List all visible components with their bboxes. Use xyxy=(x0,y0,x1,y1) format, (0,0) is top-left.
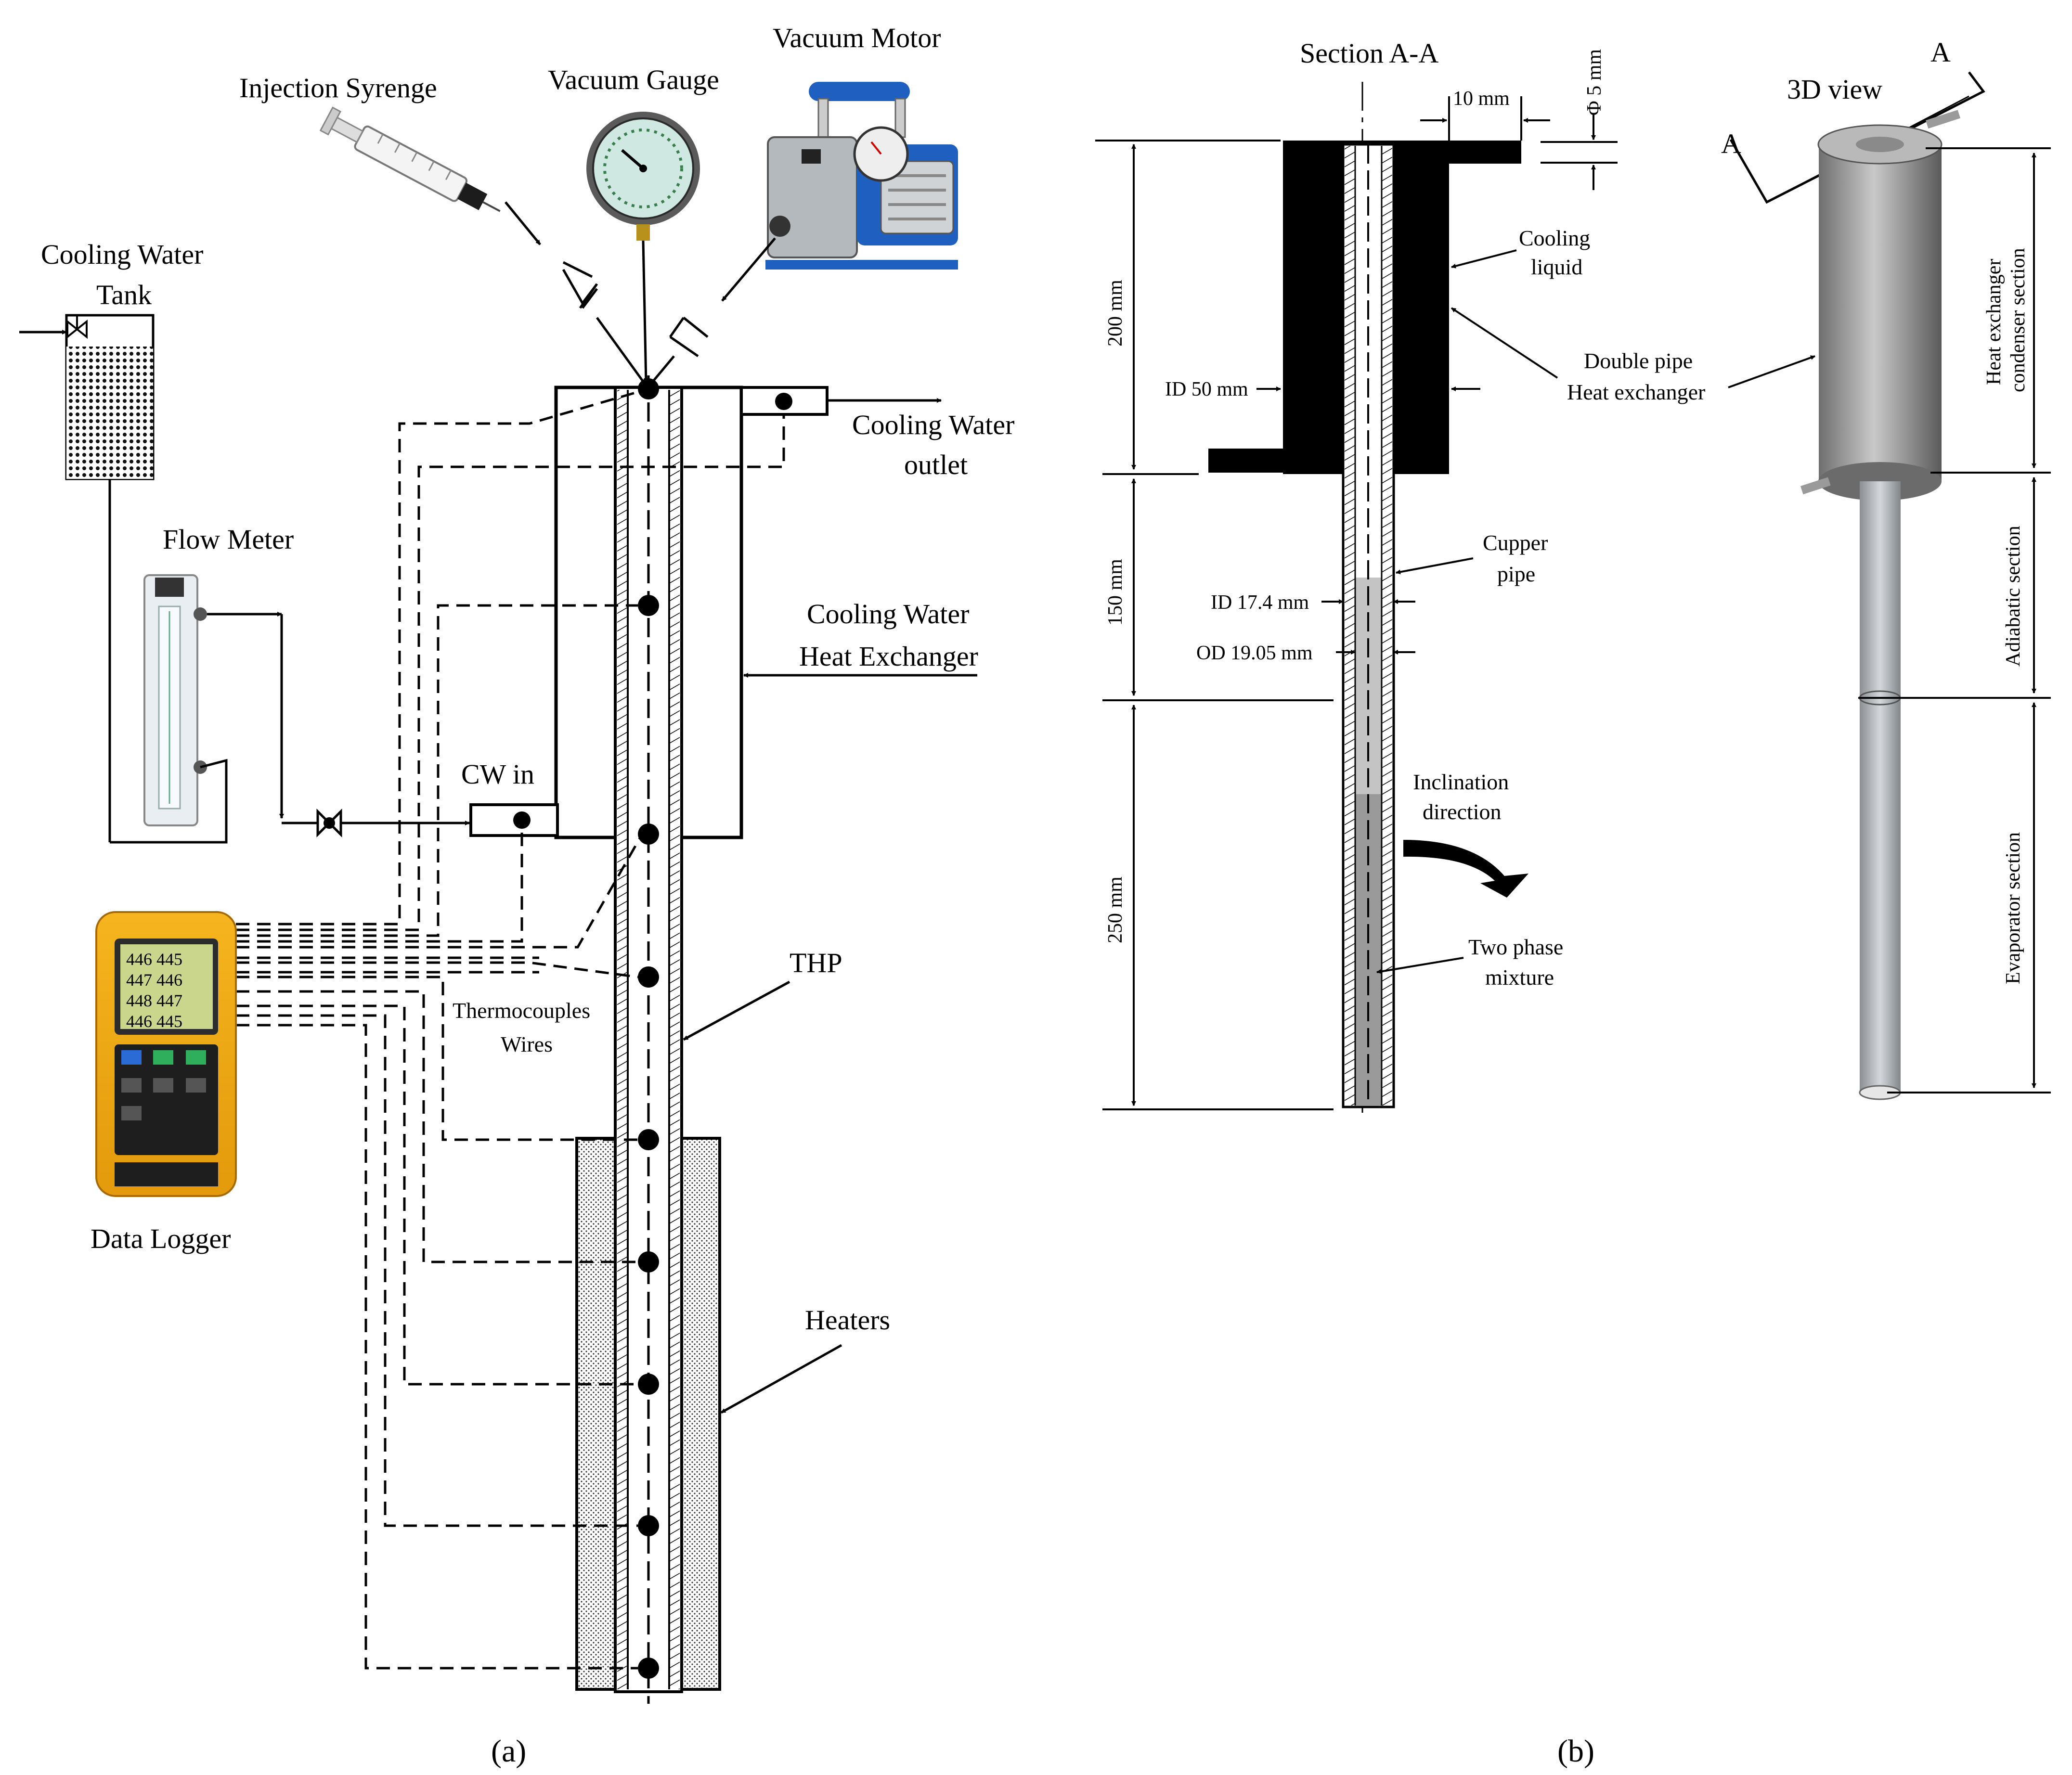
label-od1905: OD 19.05 mm xyxy=(1196,642,1313,664)
data-logger-image: 446 445 447 446 448 447 446 445 xyxy=(95,911,237,1197)
label-dim-10mm: 10 mm xyxy=(1453,88,1510,110)
vacuum-motor-image xyxy=(765,82,958,270)
label-dim-250: 250 mm xyxy=(1104,876,1127,943)
cooling-water-tank xyxy=(19,314,155,844)
heater-right xyxy=(677,1137,721,1691)
heaters-arrow xyxy=(720,1344,842,1414)
label-evaporator: Evaporator section xyxy=(2002,832,2024,984)
label-thp: THP xyxy=(790,947,842,978)
flow-meter-image xyxy=(143,574,207,826)
label-cooling-liquid-1: Cooling xyxy=(1519,226,1590,250)
label-two-phase-2: mixture xyxy=(1485,965,1554,990)
thermocouple-wires xyxy=(236,387,785,1670)
label-cooling-water-outlet-1: Cooling Water xyxy=(852,409,1014,440)
syringe-line xyxy=(505,201,541,245)
label-adiabatic: Adiabatic section xyxy=(2002,526,2024,667)
label-cupper-2: pipe xyxy=(1497,562,1535,586)
label-dim-200: 200 mm xyxy=(1104,280,1127,347)
label-cooling-water-outlet-2: outlet xyxy=(904,449,968,480)
caption-a: (a) xyxy=(491,1734,526,1769)
pump-line xyxy=(721,237,776,302)
logger-row-3: 448 447 xyxy=(126,991,182,1010)
label-3d-view: 3D view xyxy=(1787,74,1882,105)
thermocouple-points xyxy=(638,378,659,1679)
leader-arrows xyxy=(1256,249,1558,974)
label-two-phase-1: Two phase xyxy=(1468,935,1563,959)
label-condenser-2: condenser section xyxy=(2007,248,2029,392)
label-cooling-water-tank-2: Tank xyxy=(96,279,152,310)
gauge-line xyxy=(642,240,648,383)
thp-arrow xyxy=(683,980,790,1041)
label-inclination-2: direction xyxy=(1423,799,1502,824)
vacuum-gauge-image xyxy=(586,112,700,241)
condenser-jacket xyxy=(1283,141,1521,474)
label-injection-syringe: Injection Syrenge xyxy=(239,72,437,103)
label-dim-phi5: Φ 5 mm xyxy=(1583,49,1606,116)
logger-row-4: 446 445 xyxy=(126,1012,182,1031)
label-thermocouples-2: Wires xyxy=(501,1032,553,1056)
section-pipe xyxy=(1342,143,1395,1108)
label-cooling-liquid-2: liquid xyxy=(1531,255,1582,279)
label-a-top: A xyxy=(1930,37,1951,68)
panel-b-3d: A A 3D view Heat exchanger co xyxy=(1721,37,2051,1100)
label-vacuum-gauge: Vacuum Gauge xyxy=(548,64,719,95)
pump-valve xyxy=(669,317,709,358)
label-thermocouples-1: Thermocouples xyxy=(453,998,590,1023)
heat-pipe xyxy=(614,375,683,1704)
logger-row-2: 447 446 xyxy=(126,970,182,990)
label-vacuum-motor: Vacuum Motor xyxy=(773,22,941,53)
label-heaters: Heaters xyxy=(805,1304,890,1336)
label-hx-1: Cooling Water xyxy=(807,598,969,630)
label-flow-meter: Flow Meter xyxy=(163,524,294,555)
label-hx-2: Heat Exchanger xyxy=(799,641,978,672)
label-double-pipe-1: Double pipe xyxy=(1584,348,1693,373)
panel-a: 446 445 447 446 448 447 446 445 Injectio… xyxy=(19,22,1014,1769)
valve-symbol xyxy=(316,808,342,838)
dimension-lines xyxy=(1095,96,1618,1110)
label-dim-150: 150 mm xyxy=(1104,559,1127,626)
label-cooling-water-tank-1: Cooling Water xyxy=(41,239,203,270)
syringe-valve xyxy=(562,269,598,309)
label-inclination-1: Inclination xyxy=(1413,770,1509,794)
heater-left xyxy=(575,1137,619,1691)
label-cw-in: CW in xyxy=(461,759,534,790)
panel-b-section: Section A-A 10 mm Φ 5 mm Cooling liquid … xyxy=(1095,38,1705,1769)
jacket-inlet-nozzle xyxy=(1208,449,1283,473)
logger-row-1: 446 445 xyxy=(126,950,182,969)
label-double-pipe-2: Heat exchanger xyxy=(1567,380,1705,404)
label-id50: ID 50 mm xyxy=(1165,378,1248,400)
label-condenser-1: Heat exchanger xyxy=(1983,259,2005,385)
label-cupper-1: Cupper xyxy=(1483,530,1548,555)
label-data-logger: Data Logger xyxy=(91,1223,231,1254)
caption-b: (b) xyxy=(1557,1734,1594,1769)
label-id174: ID 17.4 mm xyxy=(1211,592,1309,614)
label-a-left: A xyxy=(1721,128,1741,159)
inclination-arrow xyxy=(1403,840,1528,898)
label-section: Section A-A xyxy=(1300,38,1438,69)
flow-pipe-lower xyxy=(110,759,228,844)
syringe-image xyxy=(319,106,501,212)
